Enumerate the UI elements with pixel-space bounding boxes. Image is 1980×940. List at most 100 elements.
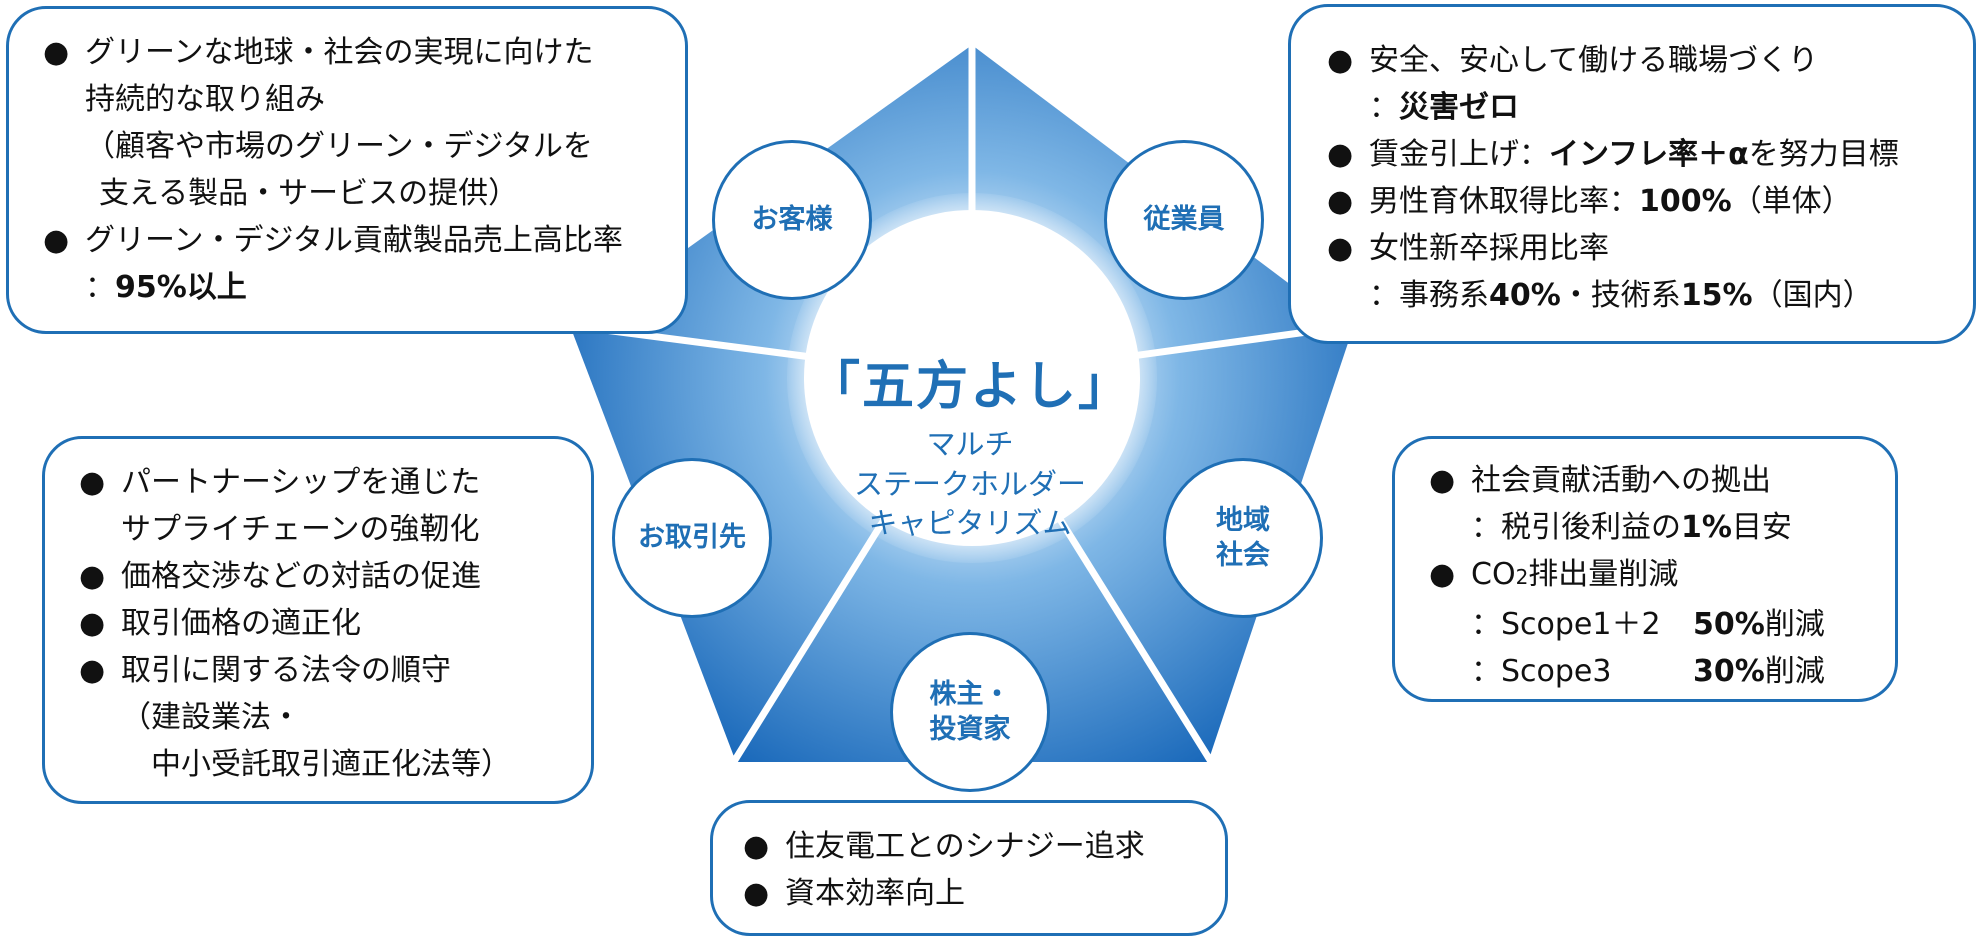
bullet-icon: ●	[1327, 231, 1354, 266]
item-text: 削減	[1764, 654, 1825, 689]
list-item: ● グリーン・デジタル貢献製品売上高比率	[43, 217, 685, 264]
stakeholder-label-line: 地域	[1216, 504, 1270, 536]
target-value: インフレ率＋α	[1549, 137, 1749, 172]
item-text: ：税引後利益の1%目安	[1429, 504, 1895, 551]
bullet-icon: ●	[1429, 463, 1456, 498]
center-title: 「五方よし」	[807, 357, 1132, 417]
shareholders-box: ● 住友電工とのシナジー追求 ● 資本効率向上	[710, 800, 1228, 936]
list-item: ● 女性新卒採用比率	[1327, 225, 1973, 272]
item-text: （建設業法・	[121, 700, 301, 735]
item-text: （国内）	[1752, 278, 1873, 313]
item-text: グリーン・デジタル貢献製品売上高比率	[85, 223, 623, 258]
item-text: ：事務系40%・技術系15%（国内）	[1327, 272, 1973, 319]
list-item: ● CO2排出量削減	[1429, 551, 1895, 601]
item-text: 価格交渉などの対話の促進	[121, 559, 481, 594]
bullet-icon: ●	[43, 35, 70, 70]
item-prefix: ：事務系	[1369, 278, 1489, 313]
employees-box: ● 安全、安心して働ける職場づくり ：災害ゼロ ● 賃金引上げ：インフレ率＋αを努力…	[1288, 4, 1976, 344]
list-item: ● 住友電工とのシナジー追求	[743, 823, 1225, 870]
list-item: ● 男性育休取得比率：100%（単体）	[1327, 178, 1973, 225]
item-text: を努力目標	[1748, 137, 1899, 172]
bullet-icon: ●	[79, 606, 106, 641]
item-text: パートナーシップを通じた	[121, 465, 481, 500]
list-item: ● 社会貢献活動への拠出	[1429, 457, 1895, 504]
target-value: 1%	[1681, 510, 1732, 545]
list-item: ● パートナーシップを通じた	[79, 459, 591, 506]
stakeholder-label: 地域社会	[1216, 503, 1270, 573]
bullet-icon: ●	[1429, 557, 1456, 592]
list-item: ● 安全、安心して働ける職場づくり	[1327, 37, 1973, 84]
stakeholder-suppliers: お取引先	[612, 458, 772, 618]
subscript: 2	[1515, 565, 1529, 589]
list-item: ● グリーンな地球・社会の実現に向けた	[43, 29, 685, 76]
list-item: ● 資本効率向上	[743, 870, 1225, 917]
item-text: 資本効率向上	[785, 876, 965, 911]
item-text: ：95%以上	[43, 264, 685, 311]
stakeholder-label-line: 社会	[1216, 540, 1270, 571]
item-text: （顧客や市場のグリーン・デジタルを	[85, 129, 593, 164]
target-value: 災害ゼロ	[1399, 90, 1519, 125]
target-value: 100%	[1639, 184, 1732, 219]
bullet-icon: ●	[79, 465, 106, 500]
list-item: ● 取引価格の適正化	[79, 600, 591, 647]
target-value: 50%	[1693, 607, 1765, 642]
item-text: CO	[1471, 557, 1516, 592]
item-text: 持続的な取り組み	[85, 82, 325, 117]
item-text: サプライチェーンの強靭化	[121, 512, 480, 547]
customers-box: ● グリーンな地球・社会の実現に向けた 持続的な取り組み （顧客や市場のグリーン・…	[6, 6, 688, 334]
item-prefix: ：	[85, 270, 115, 305]
target-value: 40%	[1489, 278, 1561, 313]
stakeholder-label: お取引先	[638, 522, 746, 554]
stakeholder-label: お客様	[751, 204, 833, 236]
bullet-icon: ●	[1327, 137, 1354, 172]
item-text: 男性育休取得比率：	[1369, 184, 1639, 219]
item-text: 社会貢献活動への拠出	[1471, 463, 1771, 498]
item-text: 取引価格の適正化	[121, 606, 361, 641]
target-value: 95%以上	[115, 270, 247, 305]
suppliers-box: ●パートナーシップを通じた サプライチェーンの強靭化 ●価格交渉などの対話の促進…	[42, 436, 594, 804]
list-item: ● 取引に関する法令の順守	[79, 647, 591, 694]
scope-label: ：Scope1＋2	[1471, 607, 1661, 642]
bullet-icon: ●	[1327, 43, 1354, 78]
bullet-icon: ●	[743, 876, 770, 911]
stakeholder-label-line: 投資家	[929, 714, 1011, 745]
item-text: グリーンな地球・社会の実現に向けた	[85, 35, 594, 70]
subtitle-line: マルチ	[926, 427, 1014, 461]
item-text: ：災害ゼロ	[1327, 84, 1973, 131]
subtitle-line: ステークホルダー	[853, 466, 1086, 501]
item-text: 排出量削減	[1528, 557, 1679, 592]
item-text: 安全、安心して働ける職場づくり	[1369, 43, 1819, 78]
stakeholder-employees: 従業員	[1104, 140, 1264, 300]
stakeholder-shareholders: 株主・投資家	[890, 632, 1050, 792]
stakeholder-label-line: 株主・	[929, 678, 1011, 710]
item-prefix: ・技術系	[1560, 278, 1681, 313]
item-text: ：Scope3 30%削減	[1429, 648, 1895, 695]
item-text: 住友電工とのシナジー追求	[785, 829, 1145, 864]
item-text: 女性新卒採用比率	[1369, 231, 1609, 266]
center-label: 「五方よし」 マルチ ステークホルダー キャピタリズム	[800, 282, 1140, 582]
center-subtitle: マルチ ステークホルダー キャピタリズム	[800, 425, 1140, 544]
subtitle-line: キャピタリズム	[868, 506, 1072, 541]
item-text: 削減	[1764, 607, 1825, 642]
item-text: 支える製品・サービスの提供）	[99, 176, 519, 211]
bullet-icon: ●	[43, 223, 70, 258]
item-text: ：Scope1＋2 50%削減	[1429, 601, 1895, 648]
item-text: 目安	[1731, 510, 1792, 545]
scope-label: ：Scope3	[1471, 654, 1612, 689]
stakeholder-community: 地域社会	[1163, 458, 1323, 618]
item-prefix: ：税引後利益の	[1471, 510, 1681, 545]
item-text: （単体）	[1731, 184, 1852, 219]
item-text: 取引に関する法令の順守	[121, 653, 451, 688]
bullet-icon: ●	[743, 829, 770, 864]
target-value: 30%	[1693, 654, 1765, 689]
list-item: ● 賃金引上げ：インフレ率＋αを努力目標	[1327, 131, 1973, 178]
bullet-icon: ●	[1327, 184, 1354, 219]
list-item: ●価格交渉などの対話の促進	[79, 553, 591, 600]
community-box: ● 社会貢献活動への拠出 ：税引後利益の1%目安 ● CO2排出量削減 ：Scope…	[1392, 436, 1898, 702]
stakeholder-label: 株主・投資家	[930, 677, 1011, 747]
bullet-icon: ●	[79, 653, 106, 688]
target-value: 15%	[1680, 278, 1753, 313]
stakeholder-label: 従業員	[1143, 204, 1225, 236]
item-text: 賃金引上げ：	[1369, 137, 1549, 172]
item-prefix: ：	[1369, 90, 1399, 125]
